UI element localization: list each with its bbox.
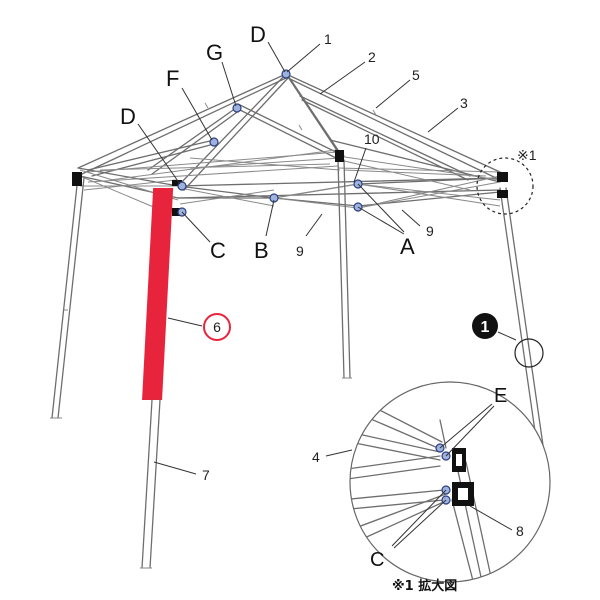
joint-g-label: G bbox=[206, 40, 223, 65]
part-9-label-left: 9 bbox=[296, 243, 304, 259]
joint-d-top-label: D bbox=[250, 22, 266, 47]
part-8-label: 8 bbox=[516, 523, 524, 539]
joint-a-label: A bbox=[400, 234, 415, 259]
roof-frame bbox=[77, 73, 501, 215]
joint-c-label: C bbox=[210, 238, 226, 263]
part-10-label: 10 bbox=[364, 131, 380, 147]
joints bbox=[177, 69, 363, 217]
part-1-label: 1 bbox=[324, 31, 332, 47]
corner-brackets bbox=[72, 150, 508, 216]
joint-d-side-label: D bbox=[120, 104, 136, 129]
leg-upper-highlight bbox=[142, 188, 174, 400]
detail-ref-circle bbox=[476, 157, 534, 215]
step-marker: 1 bbox=[472, 313, 544, 368]
part-6-highlight-ring bbox=[203, 313, 231, 341]
joint-b-label: B bbox=[254, 238, 269, 263]
part-9-label-right: 9 bbox=[426, 223, 434, 239]
detail-e-label: E bbox=[494, 385, 507, 407]
detail-view: E C 4 8 bbox=[312, 381, 551, 583]
detail-ref-marker: ※1 bbox=[517, 147, 537, 163]
part-numbers: 1 2 5 3 10 9 9 7 bbox=[202, 31, 468, 483]
step-number: 1 bbox=[481, 319, 490, 336]
part-6-label: 6 bbox=[213, 319, 221, 335]
step-target-circle bbox=[514, 338, 544, 368]
detail-caption: ※1 拡大図 bbox=[392, 578, 457, 594]
legs bbox=[50, 159, 550, 569]
part-7-label: 7 bbox=[202, 467, 210, 483]
joint-letters: D G F D C B A bbox=[120, 22, 415, 263]
part-5-label: 5 bbox=[412, 67, 420, 83]
joint-f-label: F bbox=[166, 66, 179, 91]
part-3-label: 3 bbox=[460, 95, 468, 111]
part-2-label: 2 bbox=[368, 49, 376, 65]
detail-c-label: C bbox=[370, 549, 384, 571]
joint-g bbox=[232, 103, 242, 113]
part-4-label: 4 bbox=[312, 449, 320, 465]
leader-lines bbox=[137, 41, 517, 475]
joint-apex bbox=[281, 69, 291, 79]
